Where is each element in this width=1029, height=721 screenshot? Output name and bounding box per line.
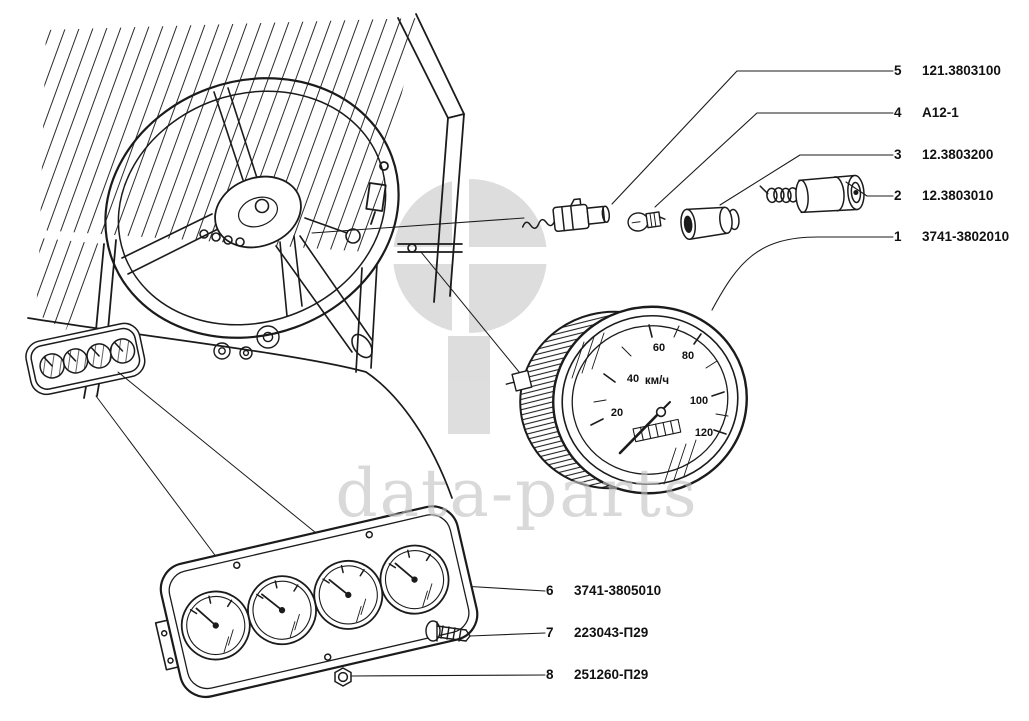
speedometer-tick-120: 120 bbox=[695, 427, 713, 439]
callout-number: 7 bbox=[546, 625, 554, 640]
bulb-part bbox=[627, 211, 666, 232]
socket-shell-part bbox=[680, 206, 740, 240]
steering-column bbox=[275, 217, 373, 359]
part-number: 12.3803010 bbox=[922, 188, 994, 203]
speedometer-tick-40: 40 bbox=[627, 373, 639, 385]
odometer bbox=[632, 418, 682, 443]
speedometer-needle bbox=[618, 401, 671, 455]
speedometer-tick-20: 20 bbox=[611, 407, 623, 419]
part-number: 3741-3805010 bbox=[574, 583, 662, 598]
callout-2[interactable]: 2 12.3803010 bbox=[894, 188, 993, 203]
callout-1[interactable]: 1 3741-3802010 bbox=[894, 229, 1009, 244]
screw-part bbox=[425, 620, 471, 642]
speedometer-tick-60: 60 bbox=[653, 342, 665, 354]
speedometer-tick-80: 80 bbox=[682, 350, 694, 362]
lamp-socket-part bbox=[521, 198, 611, 233]
callout-number: 4 bbox=[894, 105, 902, 120]
dashboard-switches bbox=[213, 325, 280, 360]
part-number: A12-1 bbox=[922, 105, 959, 120]
callout-number: 5 bbox=[894, 63, 902, 78]
callout-number: 6 bbox=[546, 583, 554, 598]
dash-instrument-cluster bbox=[25, 322, 146, 396]
callout-number: 1 bbox=[894, 229, 902, 244]
speedometer-unit-label: км/ч bbox=[645, 375, 669, 387]
watermark-text: data-parts bbox=[335, 455, 698, 532]
speedometer-gauge bbox=[505, 305, 748, 495]
cigarette-lighter-part bbox=[759, 174, 865, 214]
callout-8[interactable]: 8 251260-П29 bbox=[546, 667, 648, 682]
part-number: 3741-3802010 bbox=[922, 229, 1010, 244]
callout-6[interactable]: 6 3741-3805010 bbox=[546, 583, 661, 598]
callout-number: 2 bbox=[894, 188, 902, 203]
speedometer-tick-100: 100 bbox=[690, 395, 708, 407]
speedometer-labels: 20 40 60 80 100 120 км/ч bbox=[611, 342, 713, 439]
steering-wheel bbox=[104, 77, 400, 339]
callout-number: 3 bbox=[894, 147, 902, 162]
callout-4[interactable]: 4 A12-1 bbox=[894, 105, 959, 120]
part-number: 121.3803100 bbox=[922, 63, 1001, 78]
callout-5[interactable]: 5 121.3803100 bbox=[894, 63, 1001, 78]
callout-7[interactable]: 7 223043-П29 bbox=[546, 625, 648, 640]
nut-part bbox=[334, 667, 352, 687]
projection-lines bbox=[95, 217, 525, 587]
part-number: 223043-П29 bbox=[574, 625, 649, 640]
leader-lines bbox=[351, 70, 894, 677]
part-number: 251260-П29 bbox=[574, 667, 649, 682]
callout-3[interactable]: 3 12.3803200 bbox=[894, 147, 993, 162]
part-number: 12.3803200 bbox=[922, 147, 994, 162]
callout-number: 8 bbox=[546, 667, 554, 682]
instrument-panel bbox=[154, 505, 479, 699]
